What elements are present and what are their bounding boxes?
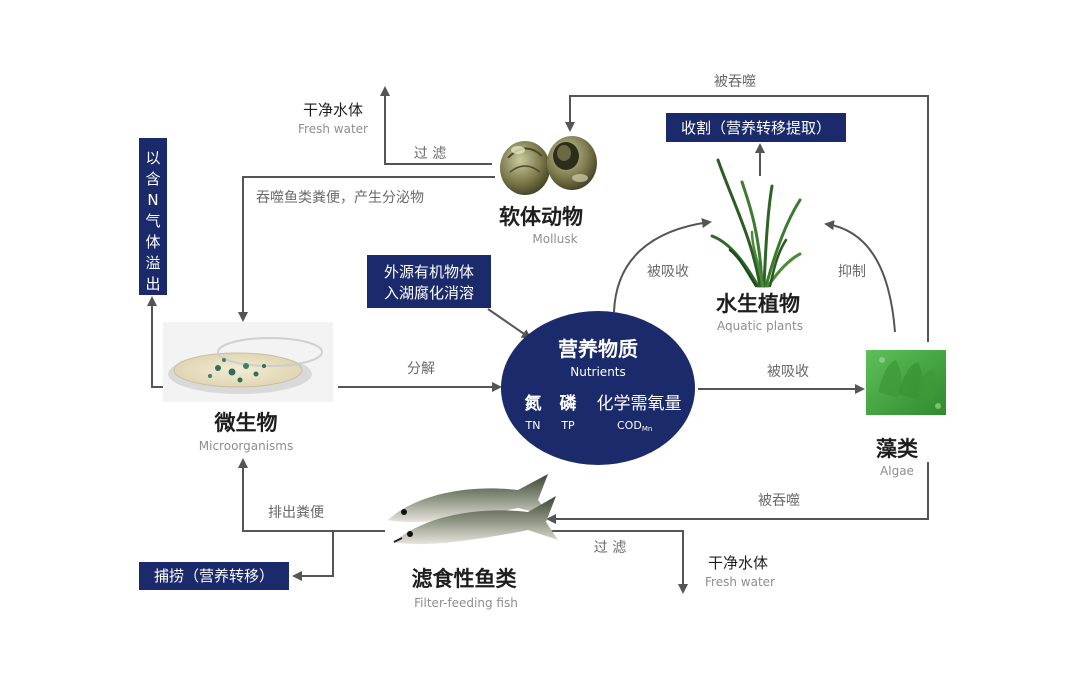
eaten-label-top: 被吞噬 [714, 74, 756, 90]
gas-char-6: 出 [145, 275, 160, 293]
filter-label-bottom: 过 滤 [594, 540, 626, 556]
gas-char-4: 体 [145, 233, 160, 251]
phosphorus-zh: 磷 [560, 393, 578, 414]
external-label-line2: 入湖腐化消溶 [384, 284, 474, 302]
decompose-label: 分解 [407, 361, 435, 377]
gas-char-0: 以 [145, 149, 160, 167]
algae-subtitle: Algae [880, 464, 914, 478]
nutrients-en: Nutrients [570, 365, 626, 379]
nutrients-node: 营养物质 Nutrients 氮 磷 化学需氧量 TN TP CODMn [501, 311, 695, 465]
mollusk-subtitle: Mollusk [532, 232, 577, 246]
gas-box: 以 含 N 气 体 溢 出 [139, 138, 167, 295]
mollusk-title: 软体动物 [499, 205, 583, 229]
fish-to-catch-arrow [292, 531, 334, 581]
fish-back [388, 474, 550, 523]
external-organics-box: 外源有机物体 入湖腐化消溶 [367, 255, 491, 308]
fish-subtitle: Filter-feeding fish [414, 596, 518, 610]
feces-top-label: 吞噬鱼类粪便，产生分泌物 [256, 189, 424, 206]
microorganisms-subtitle: Microorganisms [199, 439, 293, 453]
absorbed-label-plants: 被吸收 [647, 264, 689, 280]
inhibit-label: 抑制 [838, 264, 866, 280]
fish-title: 滤食性鱼类 [412, 567, 518, 591]
nitrogen-zh: 氮 [525, 393, 542, 414]
clean-water-bottom-en: Fresh water [705, 575, 775, 589]
cod-en: CODMn [617, 419, 652, 433]
mollusk-to-clean-water-arrow [380, 86, 492, 165]
feces-bottom-label: 排出粪便 [268, 505, 324, 521]
filter-label-top: 过 滤 [414, 146, 446, 162]
catch-label: 捕捞（营养转移） [154, 567, 274, 585]
clean-water-bottom-zh: 干净水体 [708, 554, 768, 572]
microorganisms-title: 微生物 [214, 411, 278, 435]
algae-illustration [866, 350, 946, 415]
harvest-box: 收割（营养转移提取） [666, 113, 846, 142]
gas-char-2: N [147, 191, 158, 209]
harvest-label: 收割（营养转移提取） [681, 119, 831, 137]
catch-box: 捕捞（营养转移） [139, 562, 289, 590]
algae-to-mollusk-arrow [565, 95, 929, 342]
fish-to-microorganisms-arrow [238, 458, 385, 532]
cod-en-sub: Mn [642, 425, 652, 433]
eaten-label-bottom: 被吞噬 [758, 493, 800, 509]
algae-to-fish-arrow [546, 462, 929, 524]
nutrients-to-plants-arrow [613, 218, 712, 313]
plants-subtitle: Aquatic plants [717, 319, 803, 333]
clean-water-top-zh: 干净水体 [303, 101, 363, 119]
snail-right [547, 136, 597, 190]
aquatic-plant-illustration [710, 158, 802, 288]
nutrients-zh: 营养物质 [558, 337, 638, 361]
gas-char-1: 含 [145, 170, 160, 188]
snail-left [500, 141, 550, 195]
nitrogen-en: TN [525, 419, 541, 432]
plants-title: 水生植物 [716, 292, 800, 316]
snail-illustration [500, 136, 597, 195]
algae-title: 藻类 [876, 437, 919, 461]
phosphorus-en: TP [560, 419, 575, 432]
fish-illustration [388, 474, 558, 545]
gas-char-3: 气 [145, 212, 160, 230]
clean-water-top-en: Fresh water [298, 122, 368, 136]
fish-front [393, 496, 558, 545]
absorbed-label-algae: 被吸收 [767, 364, 809, 380]
gas-char-5: 溢 [145, 254, 160, 272]
cod-en-main: COD [617, 419, 642, 432]
microorganisms-to-gas-arrow [147, 296, 163, 388]
algae-inhibit-plants-arrow [824, 220, 896, 333]
mollusk-to-microorganisms-arrow [238, 176, 495, 322]
external-label-line1: 外源有机物体 [384, 263, 474, 281]
petri-dish-illustration [163, 322, 333, 402]
external-to-nutrients-arrow [487, 308, 532, 340]
cod-zh: 化学需氧量 [597, 394, 682, 414]
fish-to-clean-water-arrow [545, 530, 688, 594]
